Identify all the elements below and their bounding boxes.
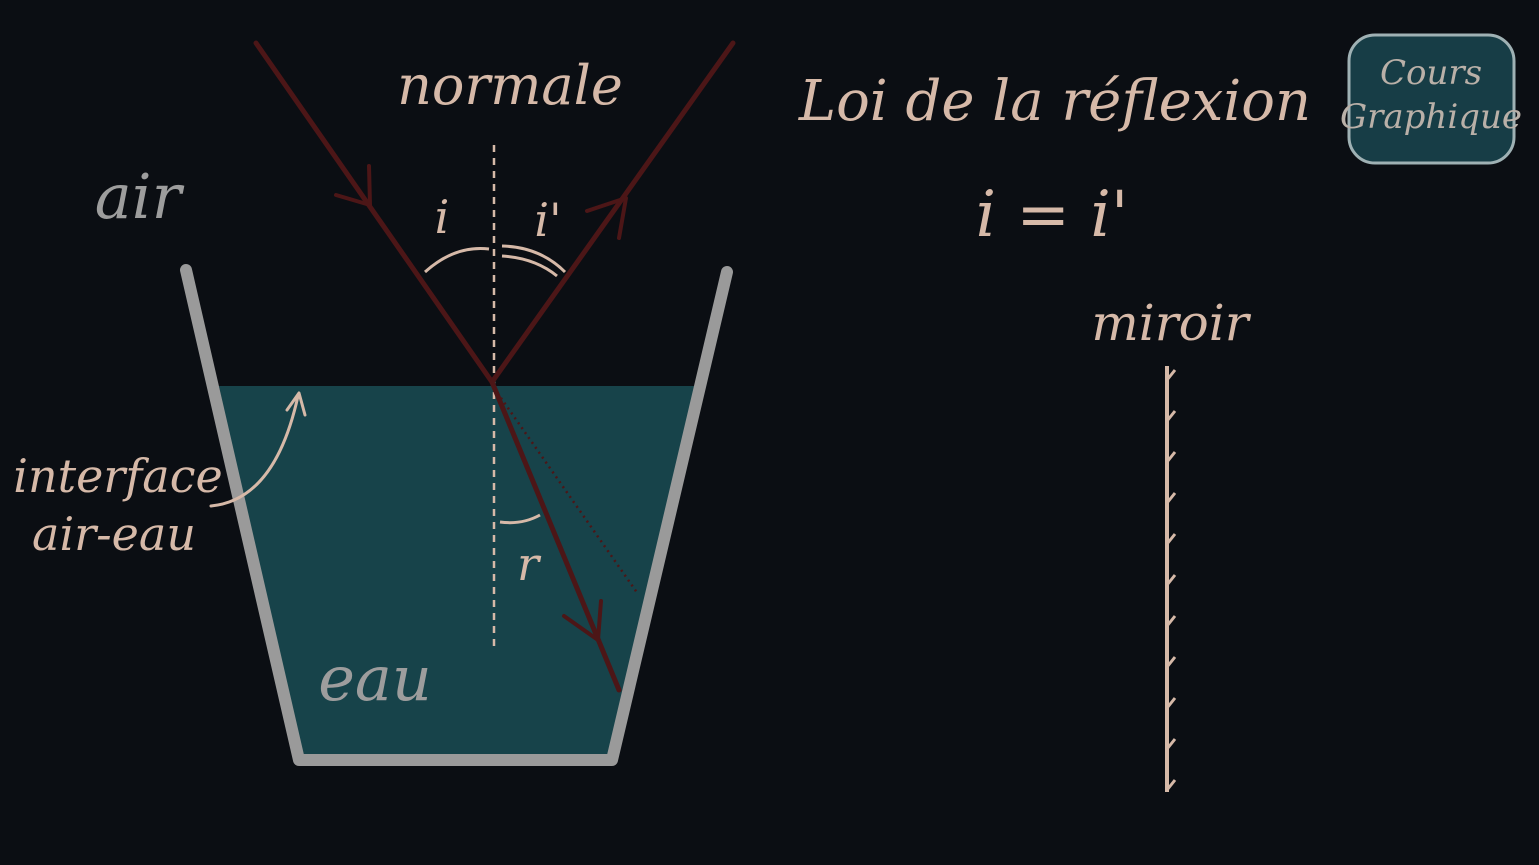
mirror-hatching bbox=[1165, 369, 1177, 791]
mirror-label: miroir bbox=[1091, 294, 1251, 352]
logo-line1: Cours bbox=[1380, 53, 1482, 93]
interface-pointer-arrow bbox=[209, 394, 300, 508]
mirror-hatch bbox=[1165, 451, 1177, 463]
angle-arc-refraction bbox=[499, 513, 541, 525]
mirror-hatch bbox=[1165, 533, 1177, 545]
reflected-ray bbox=[489, 40, 736, 385]
mirror-hatch bbox=[1165, 492, 1177, 504]
water-label: eau bbox=[318, 642, 432, 715]
angle-arc-reflection-inner bbox=[501, 254, 558, 278]
incident-ray bbox=[253, 40, 495, 385]
mirror-hatch bbox=[1165, 369, 1177, 381]
law-formula: i = i' bbox=[976, 178, 1129, 252]
water-fill bbox=[219, 386, 698, 760]
law-title: Loi de la réflexion bbox=[798, 69, 1311, 134]
cours-graphique-logo: Cours Graphique bbox=[1340, 33, 1522, 165]
mirror-hatch bbox=[1165, 738, 1177, 750]
mirror-hatch bbox=[1165, 697, 1177, 709]
angle-i-label: i bbox=[435, 190, 450, 244]
mirror-hatch bbox=[1165, 615, 1177, 627]
mirror-hatch bbox=[1165, 779, 1177, 791]
angle-arc-reflection-outer bbox=[501, 244, 567, 274]
angle-r-label: r bbox=[517, 537, 542, 591]
incident-ray-arrow bbox=[334, 164, 372, 207]
angle-arc-incidence bbox=[423, 246, 490, 274]
mirror-hatch bbox=[1165, 410, 1177, 422]
logo-badge bbox=[1347, 33, 1516, 165]
normal-label: normale bbox=[397, 54, 623, 117]
interface-label-line2: air-eau bbox=[32, 507, 196, 561]
mirror-hatch bbox=[1165, 656, 1177, 668]
logo-line2: Graphique bbox=[1340, 97, 1522, 137]
angle-i-prime-label: i' bbox=[534, 193, 561, 247]
glass-outline bbox=[180, 264, 733, 766]
reflected-ray-arrow bbox=[585, 196, 628, 240]
air-label: air bbox=[95, 160, 185, 233]
interface-label-line1: interface bbox=[13, 449, 222, 503]
interface-pointer-arrowhead bbox=[285, 391, 307, 417]
refracted-ray-arrow bbox=[562, 599, 603, 642]
mirror-hatch bbox=[1165, 574, 1177, 586]
